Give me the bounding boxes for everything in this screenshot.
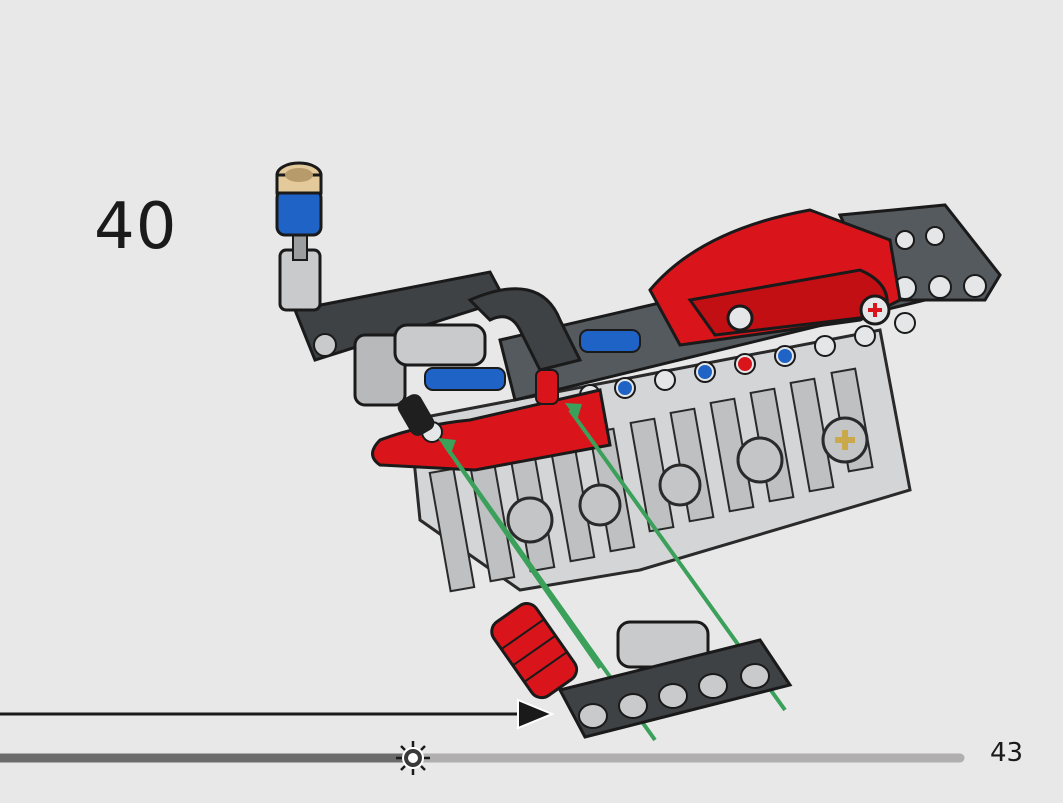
progress-bar [0,741,965,775]
gray-base-assembly [408,328,912,593]
red-axle-pin [490,602,579,700]
new-parts [490,602,793,739]
insert-arrow [0,698,555,730]
guide-arrowhead-right [565,403,582,420]
blue-pins [424,329,641,391]
step-number: 40 [94,190,178,264]
red-panels [648,208,902,347]
front-left-frame [292,270,583,407]
page-number: 43 [990,738,1024,768]
gear-sun-icon [396,741,430,775]
guide-arrowhead-left [438,438,456,456]
red-wedge [371,388,612,472]
black-liftarm [557,638,793,739]
black-connector-pins [397,369,559,436]
axle-tower [275,161,323,312]
